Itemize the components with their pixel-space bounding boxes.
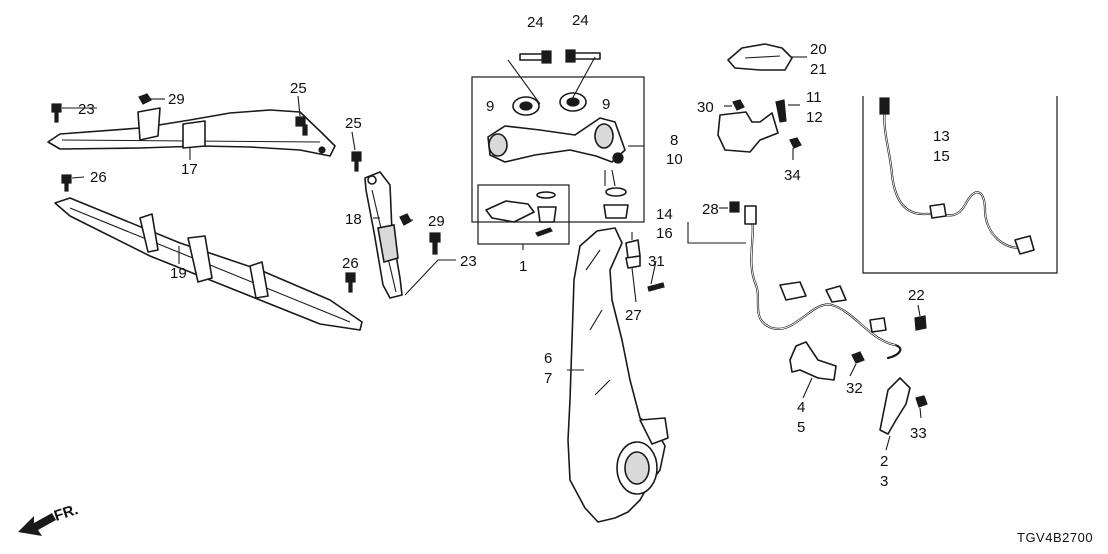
callout-11: 11	[806, 89, 822, 106]
ball-joint-boot	[603, 187, 629, 219]
bracket-2-3	[879, 377, 928, 435]
callout-27: 27	[625, 307, 642, 324]
bolt-24-left	[519, 50, 552, 64]
callout-10: 10	[666, 151, 683, 168]
callout-30: 30	[697, 99, 714, 116]
callout-18: 18	[345, 211, 362, 228]
callout-13: 13	[933, 128, 950, 145]
callout-6: 6	[544, 350, 552, 367]
stabilizer-link	[345, 151, 441, 299]
callout-17: 17	[181, 161, 198, 178]
steering-knuckle	[567, 227, 669, 523]
callout-19: 19	[170, 265, 187, 282]
cover-20-21	[727, 43, 793, 71]
bolt-24-right	[565, 49, 601, 63]
callout-22: 22	[908, 287, 925, 304]
upper-control-arm	[487, 117, 626, 164]
callout-9-right: 9	[602, 96, 610, 113]
callout-12: 12	[806, 109, 823, 126]
front-arrow-icon	[18, 513, 56, 536]
callout-26-left: 26	[90, 169, 107, 186]
callout-29-left: 29	[168, 91, 185, 108]
pin-31	[647, 282, 665, 292]
callout-9-left: 9	[486, 98, 494, 115]
callout-7: 7	[544, 370, 552, 387]
wheel-speed-sensor-wire	[729, 201, 927, 360]
callout-4: 4	[797, 399, 805, 416]
boot-kit-parts	[485, 191, 557, 237]
callout-15: 15	[933, 148, 950, 165]
callout-5: 5	[797, 419, 805, 436]
callout-28: 28	[702, 201, 719, 218]
callout-25-upper: 25	[290, 80, 307, 97]
callout-24-left: 24	[527, 14, 544, 31]
control-arm-group-box	[471, 76, 645, 223]
callout-8: 8	[670, 132, 678, 149]
bolt-23-left	[51, 103, 62, 123]
callout-33: 33	[910, 425, 927, 442]
callout-21: 21	[810, 61, 827, 78]
sensor-wire-13-15	[879, 97, 1035, 255]
bushing-9-right	[559, 92, 587, 112]
callout-25-lower: 25	[345, 115, 362, 132]
callout-31: 31	[648, 253, 665, 270]
lower-frame-bar	[54, 197, 363, 331]
sensor-frame	[862, 96, 1058, 274]
bracket-11-12	[717, 99, 802, 153]
diagram-code: TGV4B2700	[1017, 530, 1093, 545]
callout-leaders	[62, 56, 922, 451]
bolt-26-left	[61, 174, 72, 192]
bushing-9-left	[512, 96, 540, 116]
callout-24-right: 24	[572, 12, 589, 29]
bracket-4-5	[789, 341, 865, 381]
callout-3: 3	[880, 473, 888, 490]
callout-34: 34	[784, 167, 801, 184]
nut-27	[625, 239, 641, 269]
callout-numbers: 23 29 25 25 26 17 18 29 23 26 19 24 24 9…	[78, 12, 950, 490]
bolt-25-upper	[295, 116, 308, 136]
callout-20: 20	[810, 41, 827, 58]
callout-23-right: 23	[460, 253, 477, 270]
front-direction-marker: FR.	[18, 501, 80, 536]
callout-29-right: 29	[428, 213, 445, 230]
callout-14: 14	[656, 206, 673, 223]
callout-1: 1	[519, 258, 527, 275]
callout-2: 2	[880, 453, 888, 470]
callout-32: 32	[846, 380, 863, 397]
callout-23-left: 23	[78, 101, 95, 118]
bolt-29-left	[138, 93, 152, 105]
front-label: FR.	[52, 501, 80, 525]
callout-16: 16	[656, 225, 673, 242]
bracket-14-16	[687, 222, 746, 244]
upper-frame-bar	[47, 107, 336, 157]
callout-26-right: 26	[342, 255, 359, 272]
